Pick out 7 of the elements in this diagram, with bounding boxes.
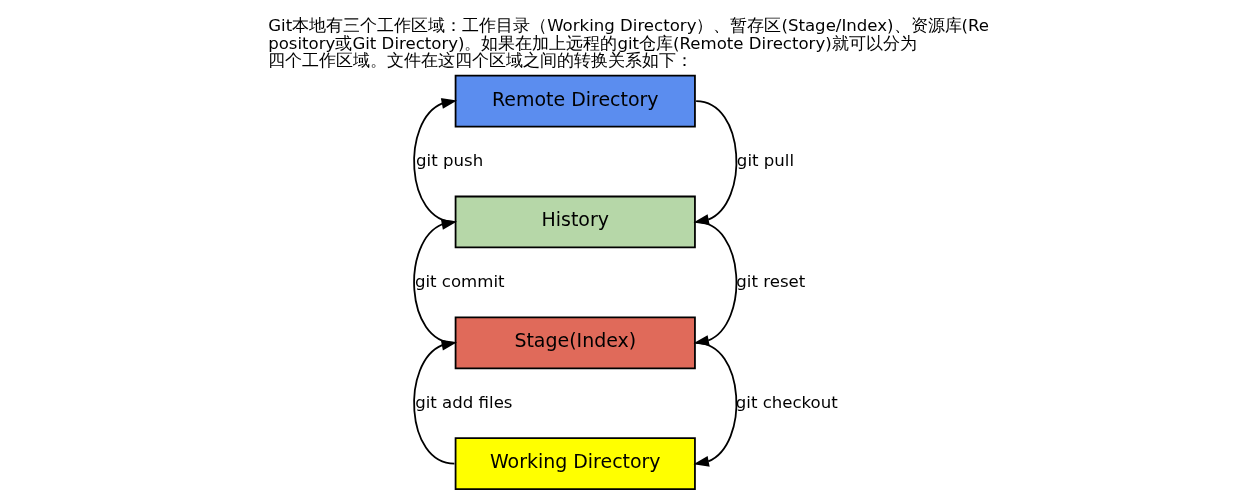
edge-label: git pull [736, 150, 795, 170]
edge-label: git push [416, 150, 484, 170]
edge-label: git checkout [735, 392, 838, 412]
edge-label: git commit [414, 271, 505, 291]
edge-label: git reset [736, 271, 806, 291]
edge-label: git add files [415, 392, 513, 412]
diagram-title: Git本地有三个工作区域：工作目录（Working Directory）、暂存区(Stage/Index)、资源库(Repository或Git Directory)。如果在加上远程的git仓库(Remote Directory)就可以分为四个工作区域。文件在这四个区域之间的转换关系如下： [268, 15, 989, 71]
